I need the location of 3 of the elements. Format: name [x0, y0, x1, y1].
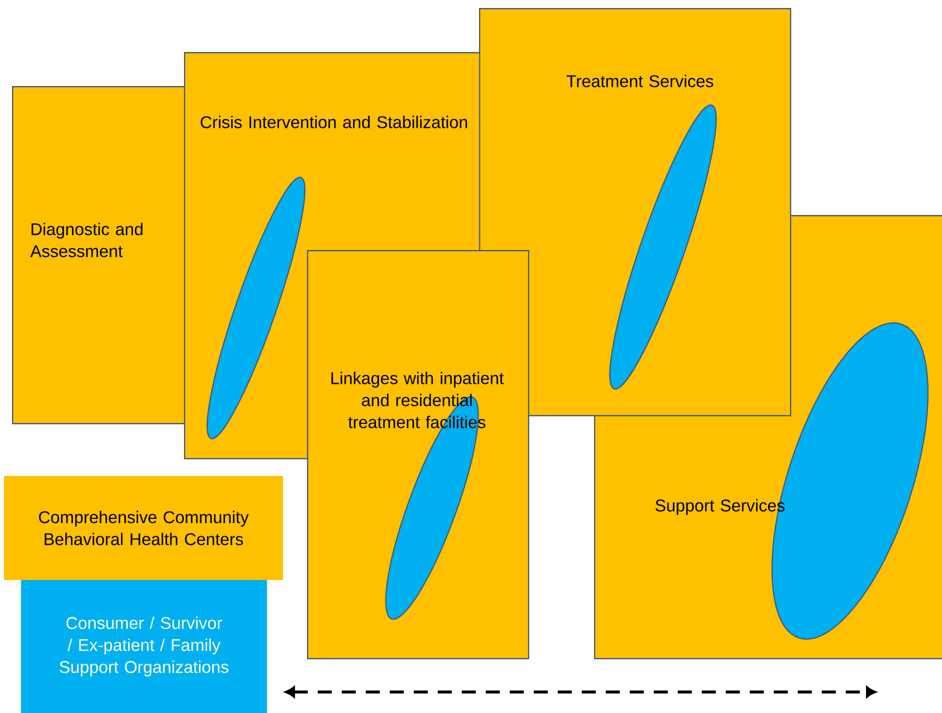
- service-panel: Diagnostic and Assessment: [12, 86, 192, 424]
- legend-block: Consumer / Survivor / Ex-patient / Family Support Organizations: [21, 580, 267, 713]
- legend-block: Comprehensive Community Behavioral Health Centers: [4, 476, 283, 580]
